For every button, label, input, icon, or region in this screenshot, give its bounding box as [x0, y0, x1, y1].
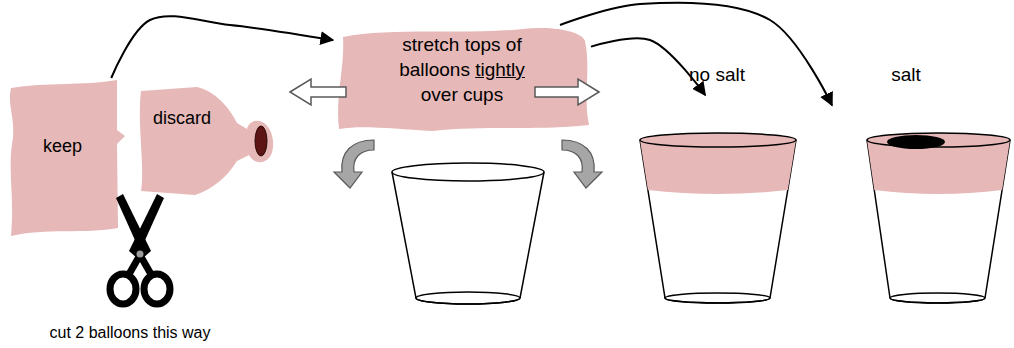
- shape-outline: [832, 95, 1012, 302]
- balloon-band: [867, 140, 1010, 194]
- cup-rim: [640, 133, 796, 147]
- balloon-mouth: [255, 126, 267, 156]
- cup-rim: [392, 163, 544, 181]
- piece-label: keep: [10, 135, 115, 158]
- instruction-text: stretch tops of balloons tightly over cu…: [382, 32, 542, 107]
- flow-arrow: [591, 38, 705, 95]
- balloon-discard-piece: discard: [135, 85, 275, 197]
- scissors-shank: [140, 255, 152, 276]
- shape-outline: [5, 78, 130, 238]
- cup-label: no salt: [657, 63, 777, 87]
- balloon-piece: [140, 87, 273, 195]
- cup-base: [890, 293, 985, 303]
- cup-body: [640, 140, 796, 303]
- cup-base: [665, 293, 770, 303]
- flow-arrow: [560, 3, 832, 106]
- cup-no-salt: no salt: [638, 95, 798, 302]
- flow-arrow: [111, 16, 333, 78]
- cup-label: salt: [866, 63, 946, 87]
- caption-text: cut 2 balloons this way: [20, 323, 240, 343]
- piece-label: discard: [137, 107, 227, 130]
- scissors-blade: [116, 194, 151, 258]
- cup-body: [392, 172, 544, 304]
- balloon-sheet: [338, 28, 589, 131]
- scissors-shank: [128, 255, 140, 276]
- balloon-piece: [10, 80, 125, 236]
- fold-arrow: [562, 140, 602, 188]
- balloon-keep-piece: keep: [5, 78, 130, 238]
- empty-cup: [392, 163, 544, 304]
- shape-outline: [135, 85, 275, 197]
- cup-base: [416, 292, 520, 304]
- stretch-arrow: [290, 79, 346, 105]
- scissors-handle: [144, 274, 170, 304]
- scissors-icon: [110, 194, 170, 304]
- shape-outline: [638, 95, 798, 302]
- scissors-pivot: [137, 251, 144, 258]
- salt-pile: [887, 135, 945, 149]
- scissors-handle: [110, 274, 136, 304]
- balloon-band: [640, 140, 796, 194]
- cup-body: [867, 140, 1010, 303]
- fold-arrow: [334, 140, 374, 188]
- scissors-blade: [129, 194, 164, 258]
- stretched-balloon: stretch tops of balloons tightly over cu…: [333, 25, 591, 133]
- cup-salt: salt: [832, 95, 1012, 302]
